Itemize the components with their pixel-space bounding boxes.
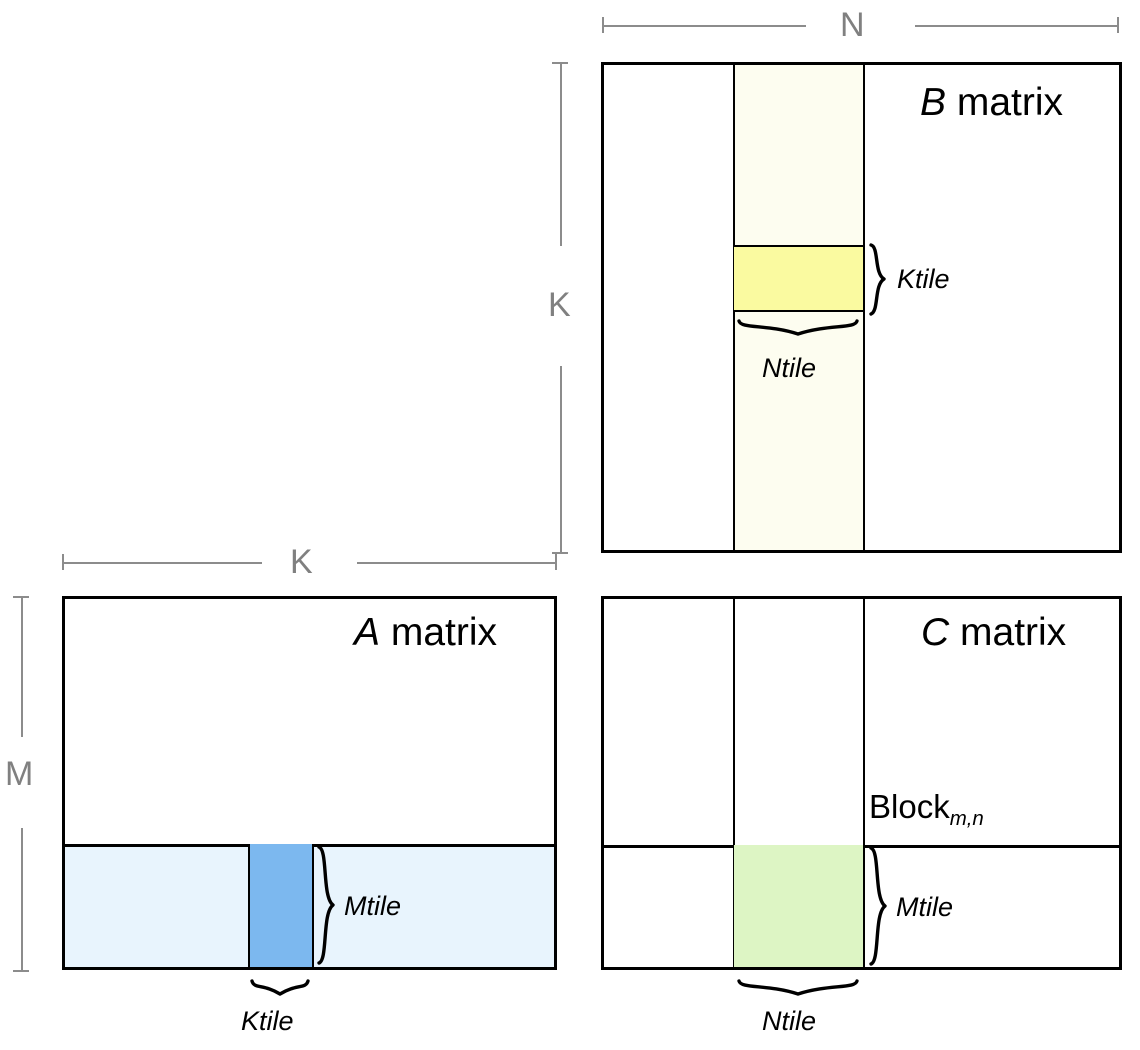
b-ntile-label: Ntile: [762, 353, 817, 383]
a-mtile-brace: [317, 845, 335, 965]
k-dim-line-bottom: [560, 366, 562, 552]
c-column-rule-left: [733, 599, 735, 967]
c-column-rule-right: [863, 599, 865, 967]
c-mtile-label: Mtile: [896, 892, 954, 922]
k-dim-h-label: K: [290, 543, 313, 581]
c-matrix-symbol: C: [921, 611, 950, 654]
k-dim-cap-bottom: [552, 552, 568, 554]
b-matrix-title: B matrix: [920, 83, 1063, 122]
a-ktile-label: Ktile: [241, 1006, 294, 1036]
a-matrix-word: matrix: [390, 611, 498, 654]
a-mtile-label: Mtile: [344, 891, 402, 921]
n-dim-label: N: [840, 6, 865, 44]
b-ktile-label: Ktile: [897, 264, 950, 294]
a-matrix-box: [62, 596, 557, 970]
c-matrix-word: matrix: [960, 611, 1067, 654]
b-matrix-symbol: B: [920, 81, 947, 124]
b-matrix-box: [601, 62, 1122, 553]
b-matrix-word: matrix: [956, 81, 1064, 124]
k-dim-label-vertical: K: [548, 286, 571, 324]
a-matrix-symbol: A: [354, 611, 381, 654]
c-ntile-brace: [737, 979, 859, 996]
k-dim-h-line-right: [357, 562, 556, 564]
n-dim-line-left: [602, 25, 806, 27]
m-dim-line-top: [21, 596, 23, 737]
c-block-label: Blockm,n: [869, 788, 984, 828]
n-dim-cap-right: [1117, 17, 1119, 33]
c-ntile-label: Ntile: [762, 1006, 817, 1036]
a-matrix-title: A matrix: [354, 613, 497, 652]
m-dim-label: M: [5, 755, 34, 793]
a-ktile-tile: [248, 844, 314, 967]
c-block-tile: [734, 845, 863, 967]
c-matrix-title: C matrix: [921, 613, 1066, 652]
a-ktile-brace: [250, 979, 310, 996]
c-matrix-box: [601, 596, 1122, 970]
k-dim-h-cap-right: [555, 554, 557, 570]
n-dim-line-right: [915, 25, 1118, 27]
c-block-label-base: Block: [869, 788, 950, 825]
k-dim-line-top: [560, 62, 562, 246]
k-dim-h-line-left: [62, 562, 262, 564]
b-column-rule-right: [863, 65, 865, 550]
m-dim-line-bottom: [21, 828, 23, 970]
b-ktile-brace: [869, 243, 886, 316]
m-dim-cap-bottom: [13, 970, 29, 972]
c-mtile-brace: [869, 846, 887, 966]
b-ktile-tile: [734, 245, 863, 312]
b-ntile-brace: [737, 319, 859, 336]
c-block-label-subscript: m,n: [949, 806, 984, 830]
